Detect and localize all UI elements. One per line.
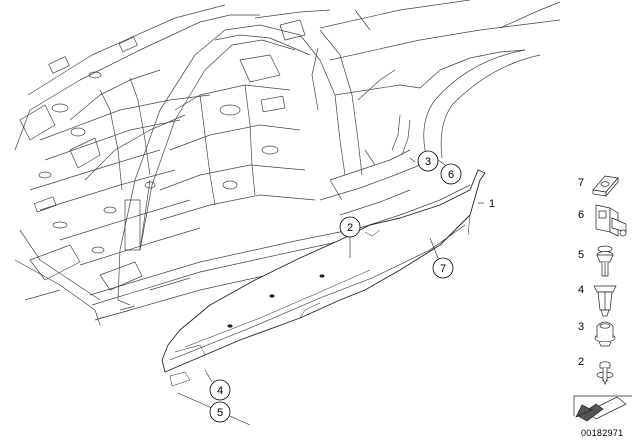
push-rivet-icon [593, 285, 617, 317]
legend-label: 5 [578, 249, 584, 261]
screw-icon [596, 361, 614, 385]
callout-label: 2 [347, 222, 353, 234]
callout-5[interactable]: 5 [209, 401, 231, 423]
legend-label: 6 [578, 209, 584, 221]
car-body-shell [14, 0, 561, 326]
callout-label: 6 [448, 169, 454, 181]
legend-item-2[interactable]: 2 [578, 356, 614, 385]
callout-7[interactable]: 7 [432, 257, 454, 279]
document-number: 00182971 [581, 428, 624, 438]
callout-label: 3 [425, 156, 431, 168]
expansion-rivet-icon [596, 245, 614, 277]
legend-item-7[interactable]: 7 [578, 175, 619, 197]
bracket-clip-icon [595, 204, 627, 237]
direction-arrow-icon [573, 395, 632, 422]
callout-label: 4 [217, 385, 223, 397]
legend-item-5[interactable]: 5 [578, 245, 614, 277]
legend-label: 7 [578, 177, 584, 189]
legend-item-4[interactable]: 4 [578, 284, 617, 317]
callout-1: 1 [489, 198, 495, 210]
callout-label: 1 [489, 198, 495, 210]
callout-label: 5 [217, 407, 223, 419]
side-sill-panel [161, 169, 486, 387]
grommet-icon [594, 321, 616, 347]
legend-label: 3 [578, 321, 584, 333]
legend-label: 2 [578, 356, 584, 368]
legend-label: 4 [578, 284, 584, 296]
callout-6[interactable]: 6 [440, 163, 462, 185]
callout-2[interactable]: 2 [339, 216, 361, 238]
legend-item-6[interactable]: 6 [578, 204, 627, 237]
callout-4[interactable]: 4 [209, 379, 231, 401]
parts-legend: 7 6 5 [573, 175, 632, 422]
callout-3[interactable]: 3 [417, 150, 439, 172]
callout-label: 7 [440, 263, 446, 275]
legend-item-3[interactable]: 3 [578, 321, 616, 347]
nut-clip-icon [592, 175, 619, 197]
